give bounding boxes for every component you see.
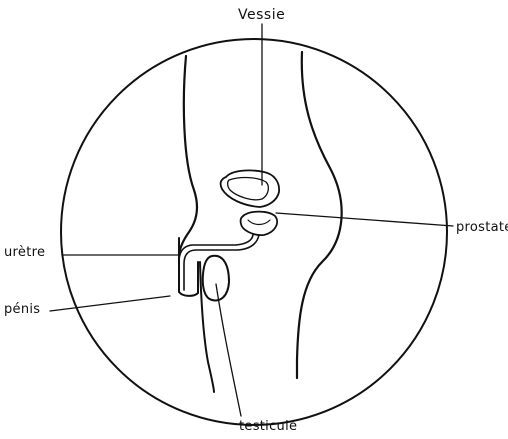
testicle-shape xyxy=(203,256,229,301)
prostate-inner xyxy=(248,220,270,225)
leader-penis xyxy=(50,296,170,311)
prostate-shape xyxy=(241,212,278,235)
label-testicule: testicule xyxy=(239,420,297,433)
leader-testicule xyxy=(216,284,241,416)
body-outline-front xyxy=(179,56,197,255)
urethra-inner xyxy=(179,235,253,290)
label-penis: pénis xyxy=(4,303,40,316)
urethra-outer xyxy=(184,235,259,290)
label-uretre: urètre xyxy=(4,246,45,259)
label-prostate: prostate xyxy=(456,221,508,234)
frame-circle xyxy=(61,39,447,425)
label-vessie: Vessie xyxy=(238,8,285,22)
leader-prostate xyxy=(276,213,453,226)
